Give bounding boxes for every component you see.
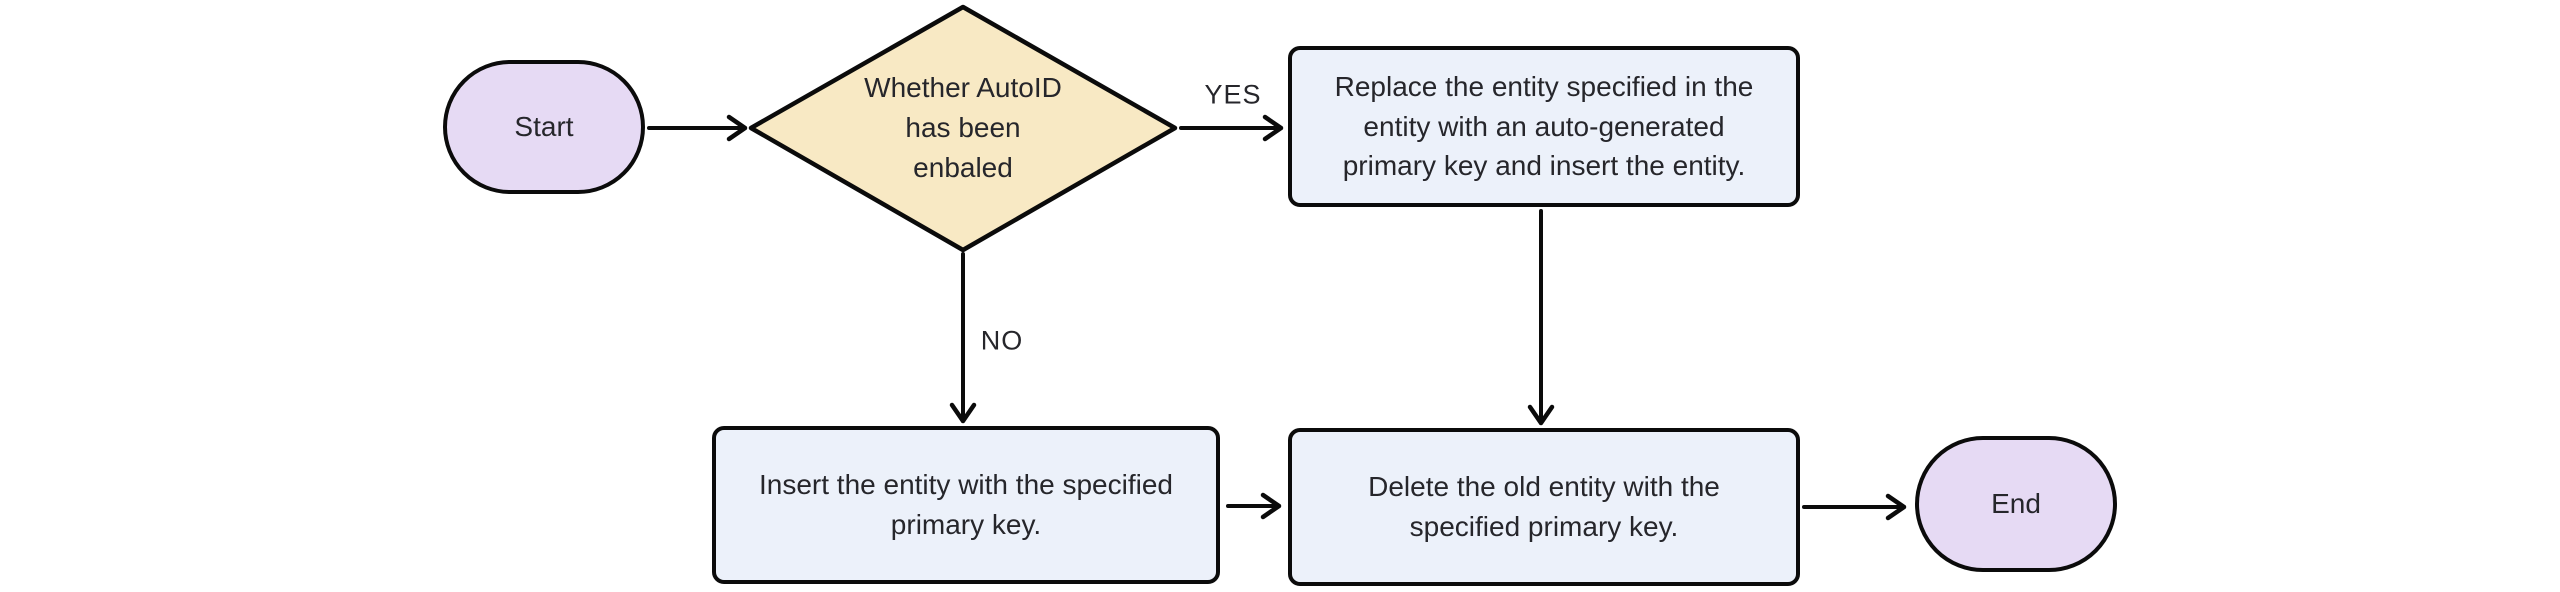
node-delete: Delete the old entity with the specified…	[1288, 428, 1800, 586]
node-delete-label: Delete the old entity with the specified…	[1368, 471, 1720, 542]
edge-label-no-text: NO	[980, 325, 1024, 356]
node-replace: Replace the entity specified in the enti…	[1288, 46, 1800, 207]
node-end: End	[1915, 436, 2117, 572]
node-start-label: Start	[514, 111, 574, 143]
edge-label-no: NO	[976, 325, 1028, 357]
node-decision-label: Whether AutoID has been enbaled	[763, 48, 1163, 208]
node-start: Start	[443, 60, 645, 194]
decision-diamond-shape	[748, 4, 1178, 253]
node-replace-label: Replace the entity specified in the enti…	[1334, 70, 1754, 182]
edge-label-yes-text: YES	[1204, 79, 1262, 110]
node-insert: Insert the entity with the specified pri…	[712, 426, 1220, 584]
node-end-label: End	[1991, 488, 2041, 520]
node-insert-label: Insert the entity with the specified pri…	[759, 469, 1173, 540]
node-decision-text: Whether AutoID has been enbaled	[864, 72, 1062, 183]
edge-label-yes: YES	[1200, 79, 1266, 111]
